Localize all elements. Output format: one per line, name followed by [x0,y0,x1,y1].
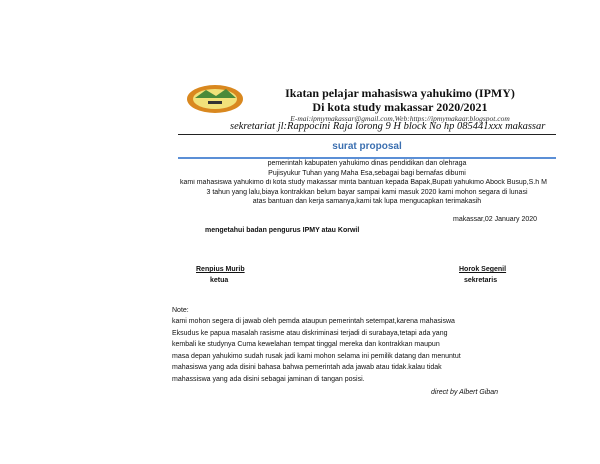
note-line: masa depan yahukimo sudah rusak jadi kam… [172,353,461,360]
note-line: kembali ke studynya Cuma kewelahan tempa… [172,341,440,348]
note-line: Eksudus ke papua masalah rasisme atau di… [172,330,448,337]
subject-title: surat proposal [332,141,402,152]
note-line: mahasiswa yang ada disini bahasa bahwa p… [172,364,442,371]
signatory-name: Renpius Murib [196,266,245,273]
signature: direct by Albert Giban [431,389,499,396]
signatory-name: Horok Segenil [459,266,507,273]
body-line: 3 tahun yang lalu,biaya kontrakkan belum… [206,189,528,196]
body-line: atas bantuan dan kerja samanya,kami tak … [252,198,482,205]
contact-info: E-mai:ipmymakassar@gmail.com,Web:https:/… [290,114,510,123]
note-line: mahassiswa yang ada disini sebagai jamin… [172,376,365,383]
acknowledge-line: mengetahui badan pengurus IPMY atau Korw… [205,227,360,234]
note-line: kami mohon segera di jawab oleh pemda at… [172,318,455,325]
signatory-role: sekretaris [464,277,498,284]
ipmy-logo [186,84,244,114]
body-line: kami mahasiswa yahukimo di kota study ma… [180,179,547,186]
header-divider [178,134,556,135]
subject-divider [178,157,556,159]
org-subtitle: Di kota study makassar 2020/2021 [312,100,488,114]
body-line: pemerintah kabupaten yahukimo dinas pend… [267,160,467,167]
body-line: Pujisyukur Tuhan yang Maha Esa,sebagai b… [268,170,466,177]
note-label: Note: [172,307,189,314]
date: makassar,02 January 2020 [453,216,538,223]
address: sekretariat jl:Rappocini Raja lorong 9 H… [230,121,546,132]
signatory-role: ketua [210,277,229,284]
org-title: Ikatan pelajar mahasiswa yahukimo (IPMY) [285,86,515,100]
